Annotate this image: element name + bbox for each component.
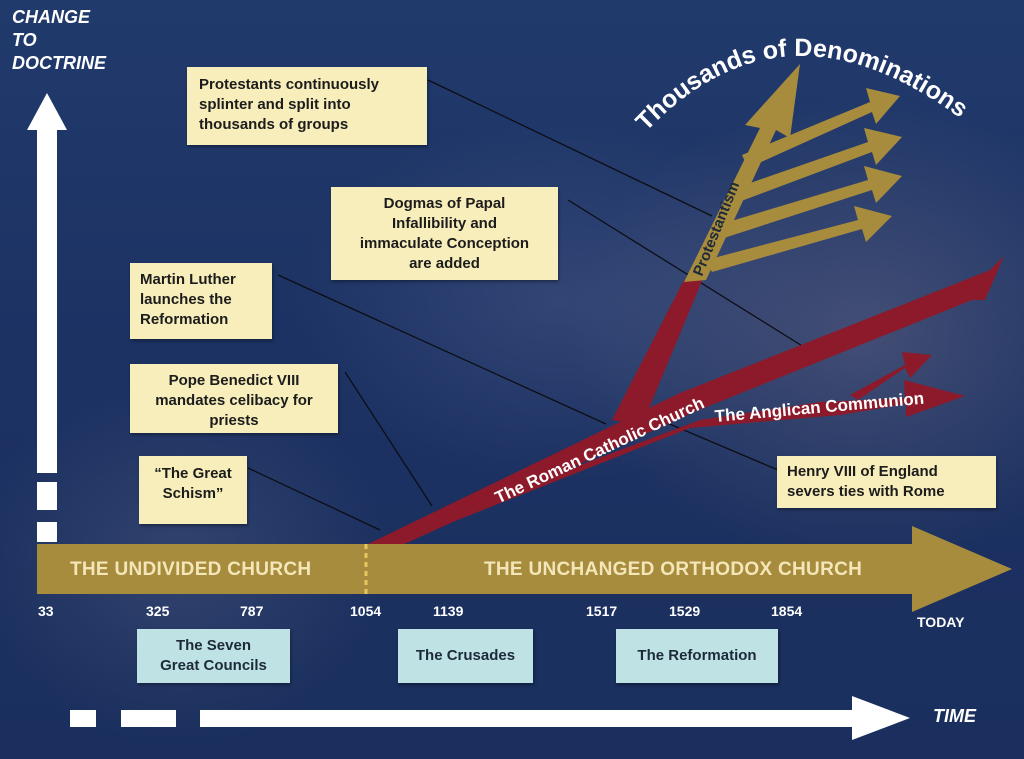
note-papal-dogmas: Dogmas of Papal Infallibility and immacu… bbox=[331, 187, 558, 280]
undivided-church-label: THE UNDIVIDED CHURCH bbox=[70, 559, 312, 580]
note-henry-viii: Henry VIII of England severs ties with R… bbox=[777, 456, 996, 508]
period-line: The Seven bbox=[175, 637, 251, 654]
period-reformation: The Reformation bbox=[616, 629, 778, 683]
roman-catholic-arrow bbox=[366, 256, 1004, 546]
change-axis-line bbox=[37, 128, 57, 473]
change-axis-arrowhead bbox=[27, 93, 67, 130]
timeline-band-arrowhead bbox=[912, 526, 1012, 612]
year-label: 325 bbox=[146, 603, 170, 619]
protestantism-arrows bbox=[684, 64, 902, 282]
leader-line-schism bbox=[247, 467, 381, 531]
year-label: 1854 bbox=[771, 603, 803, 619]
orthodox-church-label: THE UNCHANGED ORTHODOX CHURCH bbox=[484, 559, 863, 580]
timeline-band bbox=[37, 526, 1012, 612]
year-label: 1529 bbox=[669, 603, 701, 619]
change-axis-dash-2 bbox=[37, 522, 57, 542]
year-label: 1054 bbox=[350, 603, 382, 619]
note-pope-benedict: Pope Benedict VIII mandates celibacy for… bbox=[130, 364, 338, 433]
year-label: 1517 bbox=[586, 603, 618, 619]
year-label: 33 bbox=[38, 603, 54, 619]
today-label: TODAY bbox=[917, 614, 965, 630]
leader-line-luther bbox=[277, 274, 607, 425]
leader-line-benedict bbox=[344, 371, 433, 507]
time-axis-arrowhead bbox=[852, 696, 910, 740]
change-axis bbox=[27, 93, 67, 542]
note-great-schism: “The Great Schism” bbox=[139, 456, 247, 524]
year-label: 787 bbox=[240, 603, 264, 619]
leader-lines bbox=[247, 79, 813, 531]
leader-line-protestants bbox=[427, 79, 713, 217]
timeline-band-body bbox=[37, 544, 917, 594]
change-to-doctrine-label: CHANGE TO DOCTRINE bbox=[12, 7, 106, 73]
time-axis-line bbox=[200, 710, 860, 727]
time-axis-dash-2 bbox=[121, 710, 176, 727]
denomination-arrow-4 bbox=[706, 206, 892, 272]
period-line: The Reformation bbox=[637, 647, 757, 664]
year-label: 1139 bbox=[433, 603, 464, 619]
note-martin-luther: Martin Luther launches the Reformation bbox=[130, 263, 272, 339]
anglican-small-arrow bbox=[850, 352, 932, 400]
time-axis-dash-1 bbox=[70, 710, 96, 727]
period-seven-councils: The Seven Great Councils bbox=[137, 629, 290, 683]
note-protestants-splinter: Protestants continuously splinter and sp… bbox=[187, 67, 427, 145]
period-line: Great Councils bbox=[160, 657, 267, 674]
protestantism-main-arrow bbox=[684, 64, 800, 282]
period-line: The Crusades bbox=[415, 647, 516, 664]
reformation-trunk bbox=[612, 276, 704, 425]
denomination-arrow-3 bbox=[718, 166, 902, 238]
change-axis-dash-1 bbox=[37, 482, 57, 510]
denomination-arrow-1 bbox=[742, 88, 900, 168]
denomination-arrow-2 bbox=[730, 128, 902, 203]
time-axis bbox=[70, 696, 910, 740]
period-crusades: The Crusades bbox=[398, 629, 533, 683]
time-label: TIME bbox=[933, 706, 976, 726]
